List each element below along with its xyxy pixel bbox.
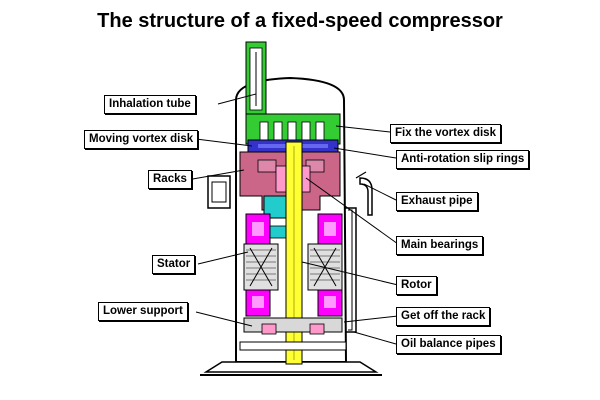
label-oil-balance-pipes: Oil balance pipes: [396, 335, 501, 354]
label-racks: Racks: [148, 170, 192, 189]
label-rotor: Rotor: [396, 276, 437, 295]
rotor-shape-right: [307, 243, 343, 291]
label-get-off-rack: Get off the rack: [396, 307, 491, 326]
base-foot: [203, 361, 379, 373]
lower-support-shape: [243, 317, 343, 333]
label-main-bearings: Main bearings: [396, 236, 484, 255]
scroll-wraps: [259, 121, 325, 143]
label-lower-support: Lower support: [98, 302, 188, 321]
exhaust-pipe-shape: [359, 177, 373, 216]
label-exhaust-pipe: Exhaust pipe: [396, 192, 478, 211]
diagram-title: The structure of a fixed-speed compresso…: [97, 10, 503, 32]
label-inhalation-tube: Inhalation tube: [104, 95, 196, 114]
label-anti-rotation-slip-rings: Anti-rotation slip rings: [396, 150, 530, 169]
leader-lines: [186, 93, 399, 345]
label-fix-vortex-disk: Fix the vortex disk: [390, 124, 501, 143]
label-moving-vortex-disk: Moving vortex disk: [84, 130, 199, 149]
oil-balance-pipe-shape: [344, 207, 357, 333]
label-stator: Stator: [152, 255, 196, 274]
